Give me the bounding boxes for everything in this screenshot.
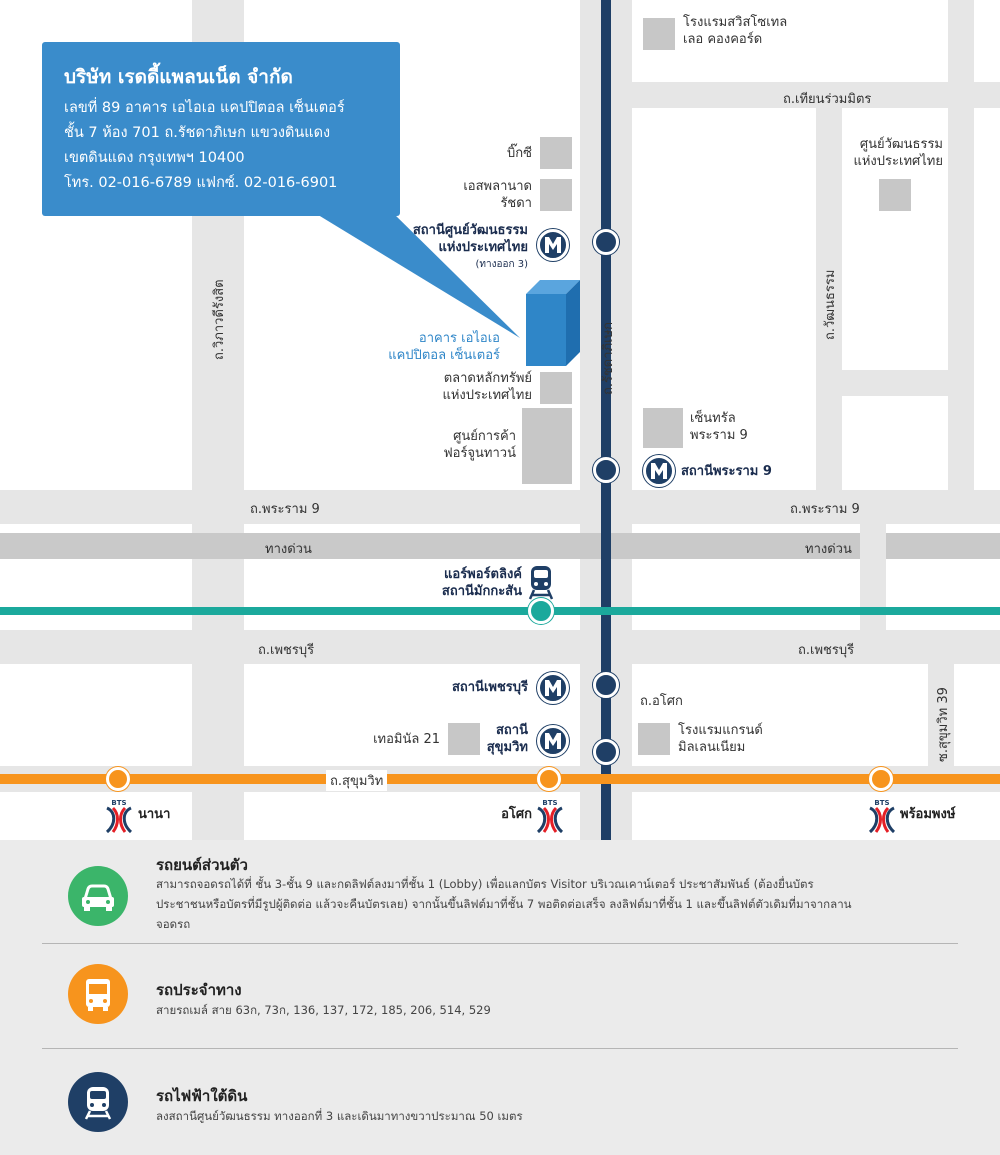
road-label-wiphawadi: ถ.วิภาวดีรังสิต xyxy=(212,279,227,360)
airport-link-line xyxy=(0,607,1000,615)
block-cultural-center xyxy=(879,179,911,211)
bts-sukhumvit-line xyxy=(0,774,1000,784)
company-name: บริษัท เรดดี้แพลนเน็ต จำกัด xyxy=(64,66,293,88)
road-watthanatham xyxy=(816,82,842,490)
mrt-sukhumvit-dot xyxy=(593,739,619,765)
mrt-cultural-center-dot xyxy=(593,229,619,255)
block-central xyxy=(643,408,683,448)
label-fortune: ศูนย์การค้าฟอร์จูนทาวน์ xyxy=(443,429,516,461)
label-airport-link: แอร์พอร์ตลิงค์สถานีมักกะสัน xyxy=(441,567,522,599)
label-swissotel: โรงแรมสวิสโซเทลเลอ คองคอร์ด xyxy=(683,15,788,47)
transport-desc-car: สามารถจอดรถได้ที่ ชั้น 3-ชั้น 9 และกดลิฟ… xyxy=(156,877,852,931)
label-terminal21: เทอมินัล 21 xyxy=(373,732,440,747)
road-side-right xyxy=(842,370,948,396)
bts-asok-dot xyxy=(537,767,561,791)
road-label-expressway-right: ทางด่วน xyxy=(805,542,852,557)
transport-info-panel: รถยนต์ส่วนตัว สามารถจอดรถได้ที่ ชั้น 3-ช… xyxy=(0,840,1000,1155)
road-label-rama9-right: ถ.พระราม 9 xyxy=(790,502,860,517)
road-label-phetchaburi-left: ถ.เพชรบุรี xyxy=(258,643,315,658)
company-address-line-3: เขตดินแดง กรุงเทพฯ 10400 xyxy=(64,150,245,166)
transport-title-bus: รถประจำทาง xyxy=(156,981,242,999)
callout-pointer xyxy=(310,210,520,338)
svg-text:BTS: BTS xyxy=(111,799,126,807)
label-central: เซ็นทรัลพระราม 9 xyxy=(690,411,748,443)
road-right-edge xyxy=(948,0,974,490)
label-esplanade: เอสพลานาดรัชดา xyxy=(463,179,532,211)
label-bts-phromphong: พร้อมพงษ์ xyxy=(900,807,956,822)
label-bts-nana: นานา xyxy=(138,807,171,822)
label-mrt-rama9: สถานีพระราม 9 xyxy=(681,464,772,479)
label-aia: อาคาร เอไอเอแคปปิตอล เซ็นเตอร์ xyxy=(388,331,500,363)
mrt-phetchaburi-dot xyxy=(593,672,619,698)
road-label-thianruammit: ถ.เทียนร่วมมิตร xyxy=(783,92,872,107)
mrt-line xyxy=(601,0,611,840)
arl-makkasan-dot xyxy=(528,598,554,624)
company-address-line-2: ชั้น 7 ห้อง 701 ถ.รัชดาภิเษก แขวงดินแดง xyxy=(64,125,331,141)
road-label-phetchaburi-right: ถ.เพชรบุรี xyxy=(798,643,855,658)
block-grand xyxy=(638,723,670,755)
road-expressway xyxy=(0,533,1000,559)
company-info-callout: บริษัท เรดดี้แพลนเน็ต จำกัด เลขที่ 89 อา… xyxy=(42,42,400,216)
mrt-phetchaburi-icon xyxy=(537,672,569,704)
road-label-sukhumvit39: ซ.สุขุมวิท 39 xyxy=(936,687,951,762)
road-label-expressway-left: ทางด่วน xyxy=(265,542,312,557)
mrt-sukhumvit-icon xyxy=(537,725,569,757)
label-mrt-sukhumvit: สถานีสุขุมวิท xyxy=(486,723,528,755)
road-label-sukhumvit: ถ.สุขุมวิท xyxy=(326,770,388,791)
divider-1 xyxy=(42,943,958,944)
svg-text:BTS: BTS xyxy=(874,799,889,807)
airport-link-train-icon xyxy=(528,566,554,600)
road-label-ratchadaphisek: ถ.รัชดาภิเษก xyxy=(601,321,616,395)
bts-nana-dot xyxy=(106,767,130,791)
company-address-line-1: เลขที่ 89 อาคาร เอไอเอ แคปปิตอล เซ็นเตอร… xyxy=(64,100,345,116)
transport-desc-bus: สายรถเมล์ สาย 63ก, 73ก, 136, 137, 172, 1… xyxy=(156,1003,491,1017)
block-esplanade xyxy=(540,179,572,211)
bts-phromphong-logo-icon: BTS xyxy=(868,799,896,834)
subway-train-icon xyxy=(68,1072,128,1132)
road-label-watthanatham: ถ.วัฒนธรรม xyxy=(823,269,838,340)
transport-title-car: รถยนต์ส่วนตัว xyxy=(156,856,248,874)
road-thianruammit xyxy=(632,82,1000,108)
label-grand-millennium: โรงแรมแกรนด์มิลเลนเนียม xyxy=(678,723,763,755)
block-bigc xyxy=(540,137,572,169)
aia-building-icon xyxy=(526,280,580,366)
label-cultural-center: ศูนย์วัฒนธรรมแห่งประเทศไทย xyxy=(853,137,943,169)
bts-nana-logo-icon: BTS xyxy=(105,799,133,834)
divider-2 xyxy=(42,1048,958,1049)
road-sukhumvit39 xyxy=(928,664,954,774)
transport-desc-subway: ลงสถานีศูนย์วัฒนธรรม ทางออกที่ 3 และเดิน… xyxy=(156,1109,523,1123)
location-map: BTS BTS BTS บริษัท เรดดี้แพลนเน็ต จำกัด … xyxy=(0,0,1000,840)
road-label-rama9-left: ถ.พระราม 9 xyxy=(250,502,320,517)
bts-asok-logo-icon: BTS xyxy=(536,799,564,834)
mrt-cultural-center-icon xyxy=(537,229,569,261)
label-mrt-cultural-center: สถานีศูนย์วัฒนธรรม แห่งประเทศไทย (ทางออก… xyxy=(412,223,528,270)
road-label-asok: ถ.อโศก xyxy=(640,694,683,709)
mrt-rama9-icon xyxy=(643,455,675,487)
block-fortune xyxy=(522,408,572,484)
company-contact: โทร. 02-016-6789 แฟกซ์. 02-016-6901 xyxy=(64,175,338,191)
label-bigc: บิ๊กซี xyxy=(507,146,532,161)
block-terminal21 xyxy=(448,723,480,755)
bts-phromphong-dot xyxy=(869,767,893,791)
road-phetchaburi xyxy=(0,630,1000,664)
svg-text:BTS: BTS xyxy=(542,799,557,807)
car-icon xyxy=(68,866,128,926)
label-set: ตลาดหลักทรัพย์แห่งประเทศไทย xyxy=(442,371,532,403)
mrt-rama9-dot xyxy=(593,457,619,483)
label-bts-asok: อโศก xyxy=(501,807,532,822)
block-set xyxy=(540,372,572,404)
bus-icon xyxy=(68,964,128,1024)
block-swissotel xyxy=(643,18,675,50)
transport-title-subway: รถไฟฟ้าใต้ดิน xyxy=(156,1087,248,1105)
label-mrt-phetchaburi: สถานีเพชรบุรี xyxy=(451,680,528,695)
road-rama9 xyxy=(0,490,1000,524)
